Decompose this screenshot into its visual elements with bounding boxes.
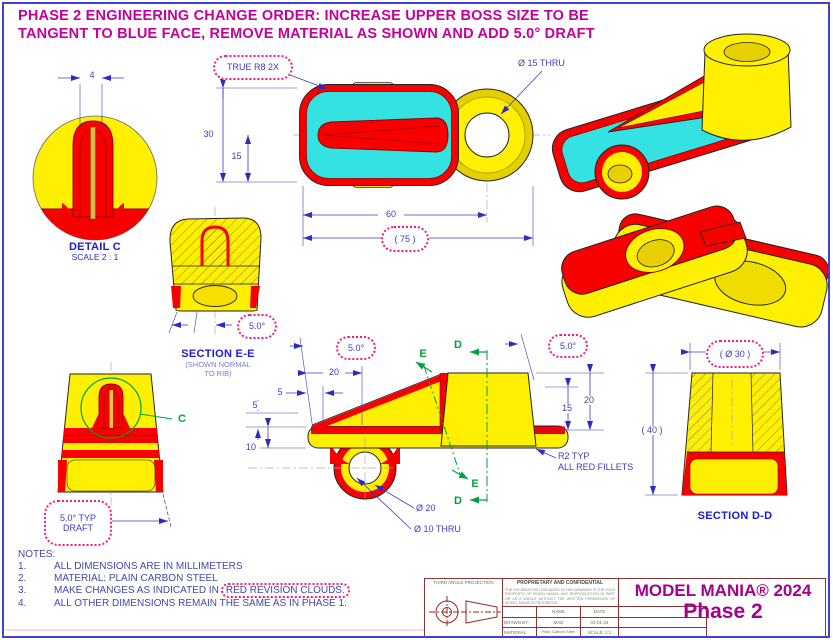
title-block-vline-1 [536,606,537,637]
detail-c-pointer-label: C [178,413,186,425]
revision-cloud-draft-right: 5.0° [548,334,588,358]
material-value: Plain Carbon Steel [541,629,576,634]
top-plan-view [216,70,550,246]
callout-dia20: Ø 20 [416,503,436,513]
note-1-num: 1. [18,561,27,572]
title-block-divider-2 [618,578,619,637]
section-ee-view [168,207,262,334]
detail-c-dim-4: 4 [84,71,100,80]
note-r2-typ: R2 TYP [558,451,590,461]
title-block-hline-3 [502,627,706,628]
callout-dia15-thru: Ø 15 THRU [518,58,565,68]
brand-phase: Phase 2 [683,600,763,623]
title-block-vline-2 [580,606,581,637]
dim-5-left: 5 [249,401,261,410]
dim-15: 15 [227,152,246,161]
detail-c-scale: SCALE 2 : 1 [71,252,119,262]
section-arrow-label-d-top: D [454,339,462,351]
revision-cloud-draft-typ: 5.0° TYP DRAFT [44,500,112,546]
third-angle-projection-label: THIRD ANGLE PROJECTION [433,580,494,585]
third-angle-projection-symbol [429,596,501,628]
note-4-text: ALL OTHER DIMENSIONS REMAIN THE SAME AS … [54,598,347,609]
drawn-by-label: DRAWN BY: [504,620,530,625]
dim-20-right: 20 [578,396,600,405]
note-3-text: MAKE CHANGES AS INDICATED IN [54,585,219,596]
title-block-vline-3 [706,606,707,637]
section-ee-subtitle1: (SHOWN NORMAL [185,360,251,369]
title-block-hline-2 [502,617,706,618]
revision-cloud-ee-draft: 5.0° [237,314,277,339]
scale-value: SCALE: 1:1 [587,630,612,635]
front-view [246,333,604,530]
detail-c-view [32,75,158,241]
note-1-text: ALL DIMENSIONS ARE IN MILLIMETERS [54,561,243,572]
proprietary-title: PROPRIETARY AND CONFIDENTIAL [516,580,604,586]
back-view [57,362,173,528]
ecn-header-line2: TANGENT TO BLUE FACE, REMOVE MATERIAL AS… [18,26,595,42]
dim-40: ( 40 ) [634,426,670,435]
section-ee-title: SECTION E-E [181,348,255,360]
brand-title: MODEL MANIA® 2024 [634,581,812,600]
revision-cloud-75: ( 75 ) [381,226,429,252]
iso-view-bottom [561,205,830,328]
section-arrow-label-e-bottom: E [471,478,479,490]
note-2-text: MATERIAL: PLAIN CARBON STEEL [54,573,218,584]
iso-view-top [551,33,792,200]
col-header-date: DATE [593,609,606,614]
note-4-num: 4. [18,598,27,609]
section-arrow-label-e-top: E [419,348,427,360]
section-ee-subtitle2: TO RIB) [204,369,232,378]
material-label: MATERIAL: [504,630,528,635]
draft-typ-line2: DRAFT [63,523,93,533]
drawn-by-name: MAD [553,620,564,625]
detail-c-title: DETAIL C [68,241,122,253]
dim-5-top: 5 [274,388,286,397]
note-item-2: 2. MATERIAL: PLAIN CARBON STEEL [18,573,218,584]
section-dd-view [645,343,788,496]
note-item-4: 4. ALL OTHER DIMENSIONS REMAIN THE SAME A… [18,598,347,609]
note-all-red-fillets: ALL RED FILLETS [558,462,634,472]
section-arrow-label-d-bottom: D [454,495,462,507]
note-2-num: 2. [18,573,27,584]
dim-60: 60 [378,210,404,219]
note-3-num: 3. [18,585,27,596]
dim-30: 30 [199,130,218,139]
proprietary-body: THE INFORMATION CONTAINED IN THIS DRAWIN… [505,588,616,605]
draft-typ-line1: 5.0° TYP [60,512,96,523]
callout-dia10-thru: Ø 10 THRU [414,524,461,534]
dim-10-left: 10 [242,443,260,452]
dim-15-right: 15 [557,404,577,413]
dim-20-top: 20 [323,368,345,377]
notes-title: NOTES: [18,549,56,560]
revision-cloud-dia30: ( Ø 30 ) [706,340,764,368]
title-block-hline-1 [502,606,706,607]
revision-cloud-draft-left: 5.0° [336,336,376,360]
ecn-header-line1: PHASE 2 ENGINEERING CHANGE ORDER: INCREA… [18,8,589,24]
col-header-name: NAME [551,609,565,614]
section-dd-title: SECTION D-D [697,510,773,522]
note-item-1: 1. ALL DIMENSIONS ARE IN MILLIMETERS [18,561,243,572]
note-3-clouded-text: RED REVISION CLOUDS. [220,583,350,598]
drawn-by-date: 01-01-24 [590,620,609,625]
title-block-divider-1 [502,578,503,637]
revision-cloud-true-r8: TRUE R8 2X [213,55,293,80]
